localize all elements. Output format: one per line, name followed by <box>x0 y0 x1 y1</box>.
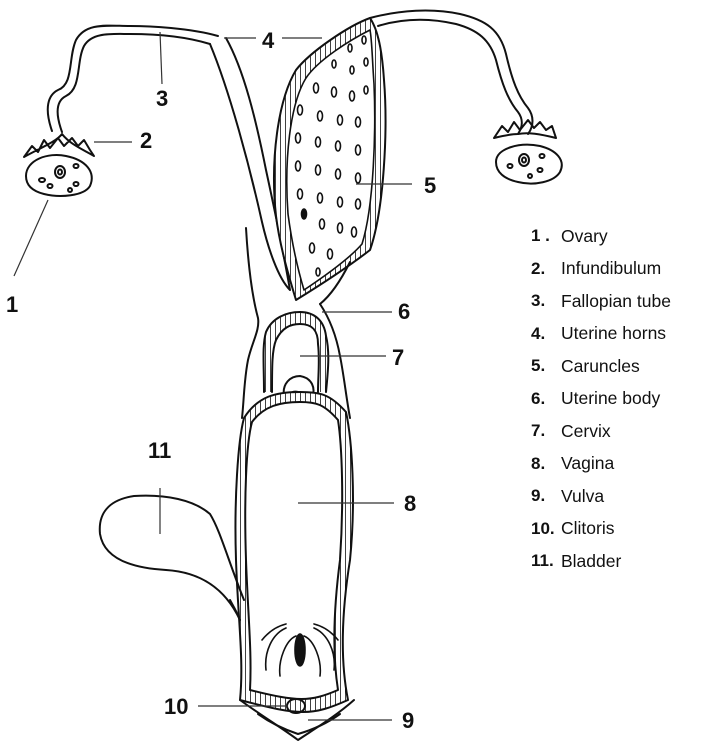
legend-item-cervix: 7. Cervix <box>531 415 701 448</box>
legend-item-caruncles: 5. Caruncles <box>531 350 701 383</box>
callout-2: 2 <box>140 130 152 152</box>
legend-label: Fallopian tube <box>561 291 671 312</box>
legend-number: 6. <box>531 389 561 409</box>
legend-label: Uterine horns <box>561 323 666 344</box>
callout-9: 9 <box>402 710 414 732</box>
legend-number: 9. <box>531 486 561 506</box>
right-infundibulum <box>494 120 556 138</box>
legend-number: 1 . <box>531 226 561 246</box>
legend-number: 4. <box>531 324 561 344</box>
uterine-body-outline <box>242 228 258 418</box>
legend-label: Clitoris <box>561 518 614 539</box>
callout-7: 7 <box>392 347 404 369</box>
legend-item-bladder: 11. Bladder <box>531 545 701 578</box>
legend-number: 7. <box>531 421 561 441</box>
callout-6: 6 <box>398 301 410 323</box>
callout-8: 8 <box>404 493 416 515</box>
legend-item-fallopian-tube: 3. Fallopian tube <box>531 285 701 318</box>
legend-label: Infundibulum <box>561 258 661 279</box>
legend-label: Ovary <box>561 226 608 247</box>
legend-number: 3. <box>531 291 561 311</box>
vagina-lumen <box>245 402 342 699</box>
leader-line-1 <box>14 200 48 276</box>
legend-item-vulva: 9. Vulva <box>531 480 701 513</box>
legend-item-infundibulum: 2. Infundibulum <box>531 253 701 286</box>
callout-10: 10 <box>164 696 188 718</box>
bladder <box>100 496 244 620</box>
legend-number: 10. <box>531 519 561 539</box>
callout-4: 4 <box>262 30 274 52</box>
right-fallopian-tube <box>370 11 533 134</box>
legend-item-uterine-body: 6. Uterine body <box>531 383 701 416</box>
callout-3: 3 <box>156 88 168 110</box>
legend-label: Vulva <box>561 486 604 507</box>
callout-5: 5 <box>424 175 436 197</box>
callout-1: 1 <box>6 294 18 316</box>
left-ovary <box>26 155 92 196</box>
legend-number: 2. <box>531 259 561 279</box>
left-infundibulum <box>24 134 94 157</box>
legend-item-clitoris: 10. Clitoris <box>531 513 701 546</box>
legend-number: 5. <box>531 356 561 376</box>
legend-item-ovary: 1 . Ovary <box>531 220 701 253</box>
legend-label: Caruncles <box>561 356 640 377</box>
legend-item-uterine-horns: 4. Uterine horns <box>531 318 701 351</box>
callout-11: 11 <box>148 440 171 462</box>
legend-item-vagina: 8. Vagina <box>531 448 701 481</box>
legend-number: 11. <box>531 551 561 571</box>
legend-number: 8. <box>531 454 561 474</box>
left-fallopian-tube <box>48 26 218 131</box>
legend: 1 . Ovary 2. Infundibulum 3. Fallopian t… <box>531 220 701 578</box>
leader-line-3 <box>160 32 162 84</box>
legend-label: Bladder <box>561 551 621 572</box>
legend-label: Cervix <box>561 421 611 442</box>
legend-label: Vagina <box>561 453 614 474</box>
legend-label: Uterine body <box>561 388 660 409</box>
